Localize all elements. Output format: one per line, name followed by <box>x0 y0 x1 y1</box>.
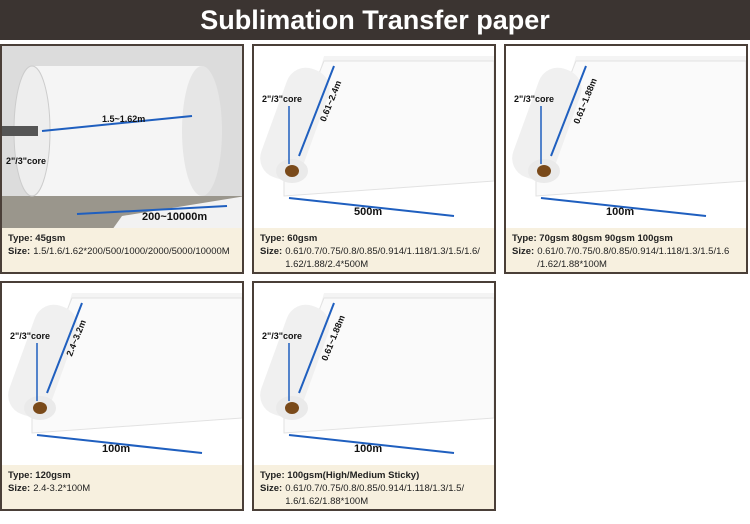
core-label: 2"/3"core <box>10 331 51 341</box>
width-label: 1.5~1.62m <box>102 114 146 124</box>
type-label: Type: <box>8 233 33 244</box>
spec-caption: Type: 60gsm Size:0.61/0.7/0.75/0.8/0.85/… <box>254 228 494 272</box>
spec-caption: Type: 100gsm(High/Medium Sticky) Size:0.… <box>254 465 494 509</box>
size-label: Size: <box>512 246 535 257</box>
length-label: 200~10000m <box>142 211 208 223</box>
core-label: 2"/3"core <box>262 331 303 341</box>
paper-roll-image <box>8 293 242 454</box>
length-label: 100m <box>354 443 383 455</box>
product-card: 2"/3"core 0.61~2.4m 500m Type: 60gsm Siz… <box>252 44 496 274</box>
page-title: Sublimation Transfer paper <box>0 0 750 40</box>
spec-caption: Type: 120gsm Size:2.4-3.2*100M <box>2 465 242 509</box>
core-label: 2"/3"core <box>514 94 555 104</box>
type-label: Type: <box>260 470 285 481</box>
paper-roll-image <box>260 293 494 454</box>
type-label: Type: <box>512 233 537 244</box>
type-value: 120gsm <box>35 470 71 481</box>
type-label: Type: <box>260 233 285 244</box>
product-card: 2"/3"core 1.5~1.62m 200~10000m Type: 45g… <box>0 44 244 274</box>
spec-caption: Type: 45gsm Size:1.5/1.6/1.62*200/500/10… <box>2 228 242 272</box>
paper-roll-image <box>512 56 746 217</box>
core-label: 2"/3"core <box>6 156 47 166</box>
product-card: 2"/3"core 2.4~3.2m 100m Type: 120gsm Siz… <box>0 281 244 511</box>
core-label: 2"/3"core <box>262 94 303 104</box>
size-label: Size: <box>260 246 283 257</box>
type-label: Type: <box>8 470 33 481</box>
type-value: 45gsm <box>35 233 66 244</box>
type-value: 60gsm <box>287 233 318 244</box>
paper-roll-image <box>2 46 242 230</box>
size-label: Size: <box>8 246 31 257</box>
size-label: Size: <box>8 483 31 494</box>
product-card: 2"/3"core 0.61~1.88m 100m Type: 100gsm(H… <box>252 281 496 511</box>
length-label: 500m <box>354 206 383 218</box>
size-value: 1.5/1.6/1.62*200/500/1000/2000/5000/1000… <box>33 246 230 257</box>
size-label: Size: <box>260 483 283 494</box>
paper-roll-image <box>260 56 494 217</box>
size-value: 2.4-3.2*100M <box>33 483 91 494</box>
product-card: 2"/3"core 0.61~1.88m 100m Type: 70gsm 80… <box>504 44 748 274</box>
spec-caption: Type: 70gsm 80gsm 90gsm 100gsm Size:0.61… <box>506 228 746 272</box>
type-value: 100gsm(High/Medium Sticky) <box>287 470 420 481</box>
type-value: 70gsm 80gsm 90gsm 100gsm <box>539 233 673 244</box>
length-label: 100m <box>606 206 635 218</box>
size-value: 0.61/0.7/0.75/0.8/0.85/0.914/1.118/1.3/1… <box>537 246 730 270</box>
size-value: 0.61/0.7/0.75/0.8/0.85/0.914/1.118/1.3/1… <box>285 246 480 270</box>
length-label: 100m <box>102 443 131 455</box>
size-value: 0.61/0.7/0.75/0.8/0.85/0.914/1.118/1.3/1… <box>285 483 465 507</box>
